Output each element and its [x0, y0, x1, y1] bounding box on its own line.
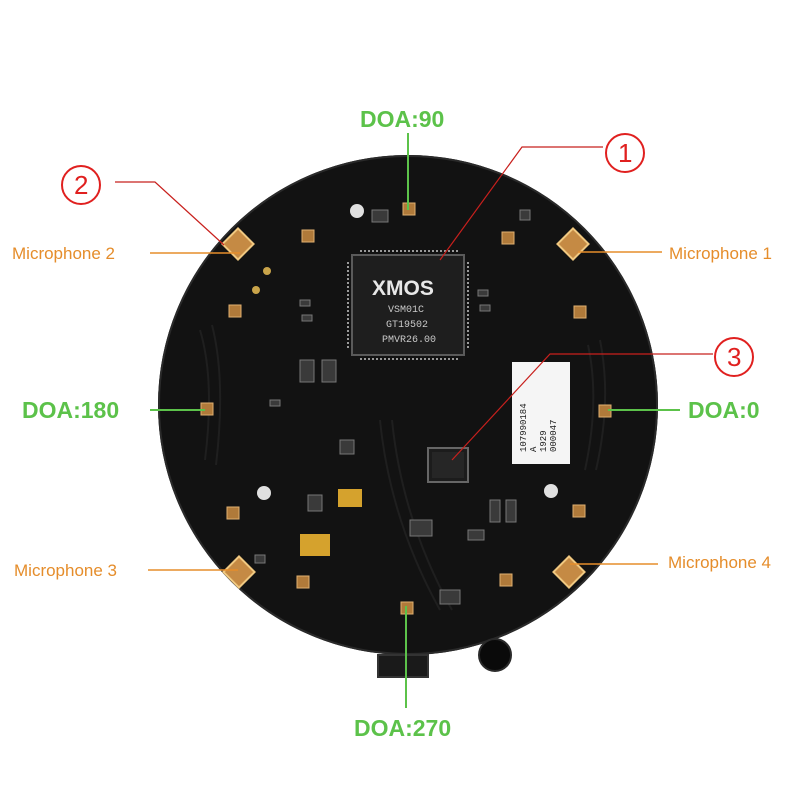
doa-leader-lines	[150, 133, 680, 708]
xmos-chip: XMOS VSM01C GT19502 PMVR26.00	[347, 250, 469, 360]
microphone-2-label: Microphone 2	[12, 244, 116, 263]
callout-3-circle	[714, 337, 754, 377]
callout-1-circle	[605, 133, 645, 173]
pcb-board	[158, 155, 658, 655]
doa-0-label: DOA:0	[688, 397, 760, 423]
doa-180-label: DOA:180	[22, 397, 120, 423]
led-pads	[200, 202, 612, 615]
serial-sticker: 107990184 A 1929 000047	[512, 362, 570, 464]
microphone-1-label: Microphone 1	[669, 244, 773, 263]
chip-line3: PMVR26.00	[382, 335, 436, 346]
microphone-pads	[221, 227, 590, 589]
microphone-3-label: Microphone 3	[14, 561, 118, 580]
microphone-4-label: Microphone 4	[668, 553, 772, 572]
sticker-line2: A	[529, 446, 539, 452]
doa-90-label: DOA:90	[360, 106, 445, 132]
chip-line1: VSM01C	[388, 305, 424, 316]
callout-3-number: 3	[727, 342, 742, 372]
smd-components	[254, 209, 531, 605]
chip-line2: GT19502	[386, 320, 428, 331]
microphone-2-pad	[221, 227, 255, 261]
callout-2-circle	[61, 165, 101, 205]
small-chip	[427, 447, 469, 483]
sticker-line3: 1929	[539, 430, 549, 452]
callout-leader-lines	[115, 146, 713, 461]
mic-leader-lines	[148, 251, 662, 571]
callout-2-number: 2	[74, 170, 89, 200]
callout-1-number: 1	[618, 138, 633, 168]
chip-logo: XMOS	[372, 277, 434, 300]
microphone-3-pad	[222, 555, 256, 589]
sticker-line4: 000047	[549, 420, 559, 452]
callout-circles	[61, 133, 754, 377]
doa-270-label: DOA:270	[354, 715, 452, 741]
tantalum-capacitors	[300, 489, 362, 556]
mounting-holes	[252, 204, 558, 500]
sticker-line1: 107990184	[519, 403, 529, 452]
usb-connector	[377, 638, 512, 678]
